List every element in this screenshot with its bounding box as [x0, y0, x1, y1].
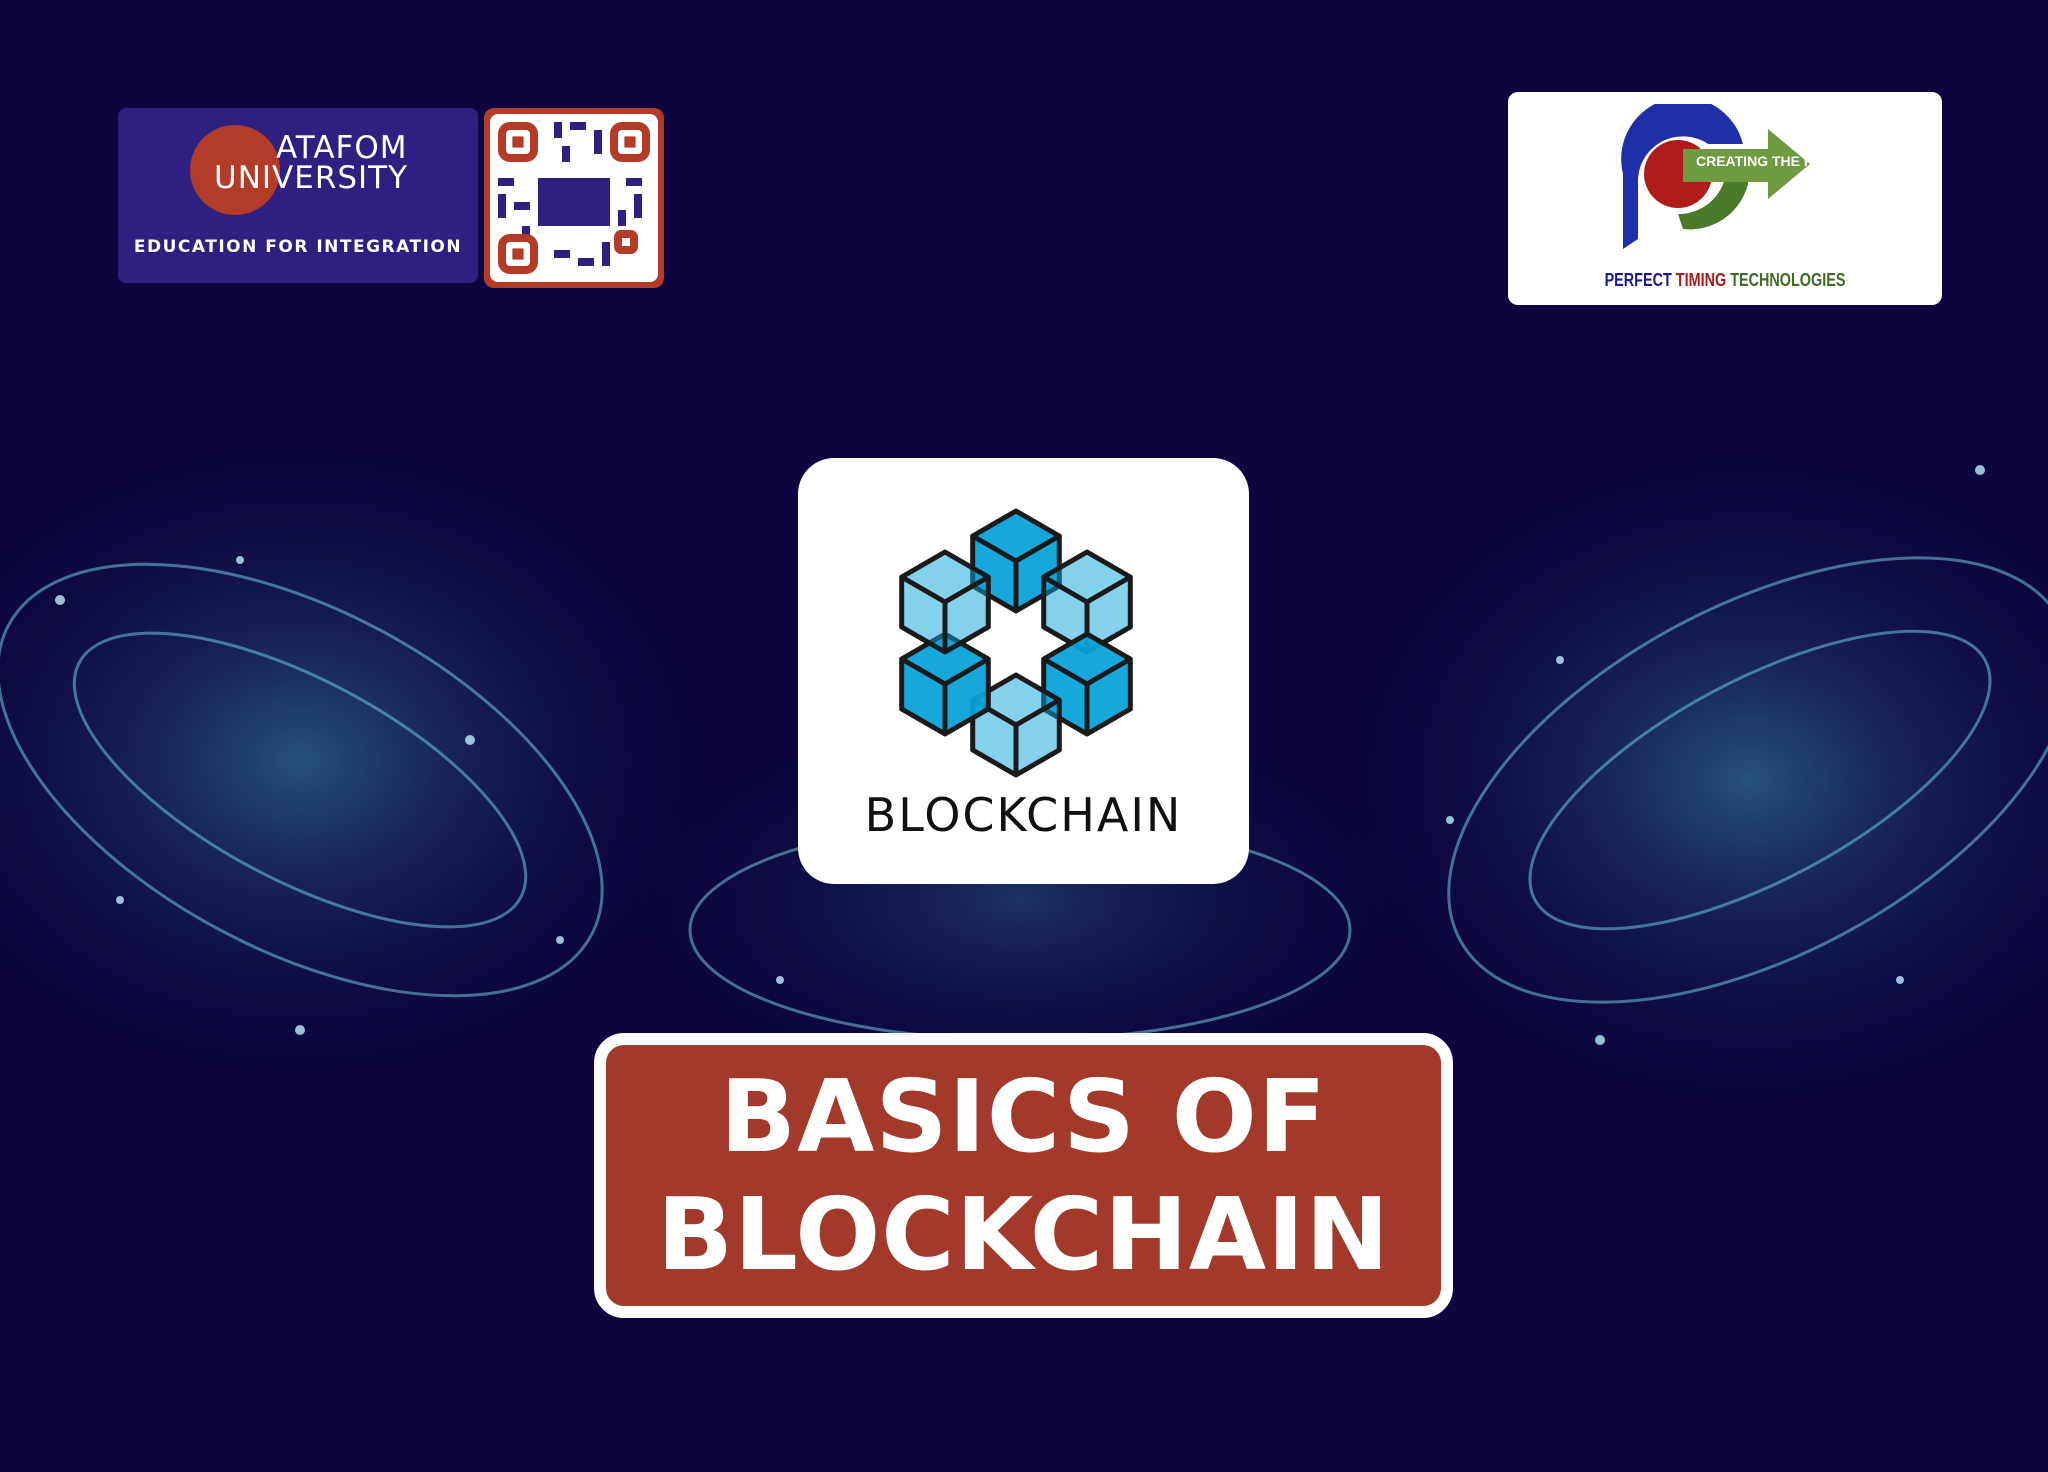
atafom-university-logo: ATAFOM UNIVERSITY EDUCATION FOR INTEGRAT…	[118, 108, 478, 283]
title-line-2: BLOCKCHAIN	[656, 1175, 1391, 1293]
open-book-circle-icon	[190, 125, 280, 215]
partner-name: PERFECT TIMING TECHNOLOGIES	[1551, 270, 1898, 291]
partner-name-part: TECHNOLOGIES	[1730, 270, 1846, 290]
qr-code	[484, 108, 664, 288]
blockchain-logo-card: BLOCKCHAIN	[798, 458, 1249, 884]
blockchain-logo-label: BLOCKCHAIN	[864, 788, 1183, 842]
partner-name-part: TIMING	[1675, 270, 1727, 290]
partner-name-part: PERFECT	[1604, 270, 1672, 290]
university-tagline: EDUCATION FOR INTEGRATION	[133, 237, 463, 257]
course-title-banner: BASICS OF BLOCKCHAIN	[594, 1033, 1453, 1318]
title-line-1: BASICS OF	[719, 1057, 1328, 1175]
p-globe-arrow-icon	[1621, 104, 1810, 249]
partner-slogan: CREATING THE FUTURE	[1696, 153, 1861, 169]
university-name-line1: ATAFOM	[276, 130, 408, 166]
university-name-line2: UNIVERSITY	[214, 160, 409, 196]
cube	[899, 549, 991, 655]
perfect-timing-technologies-logo: CREATING THE FUTURE PERFECT TIMING TECHN…	[1508, 92, 1942, 305]
cube	[970, 508, 1062, 614]
blockchain-cubes-icon	[899, 508, 1133, 778]
cube	[899, 631, 991, 737]
cube	[1041, 631, 1133, 737]
